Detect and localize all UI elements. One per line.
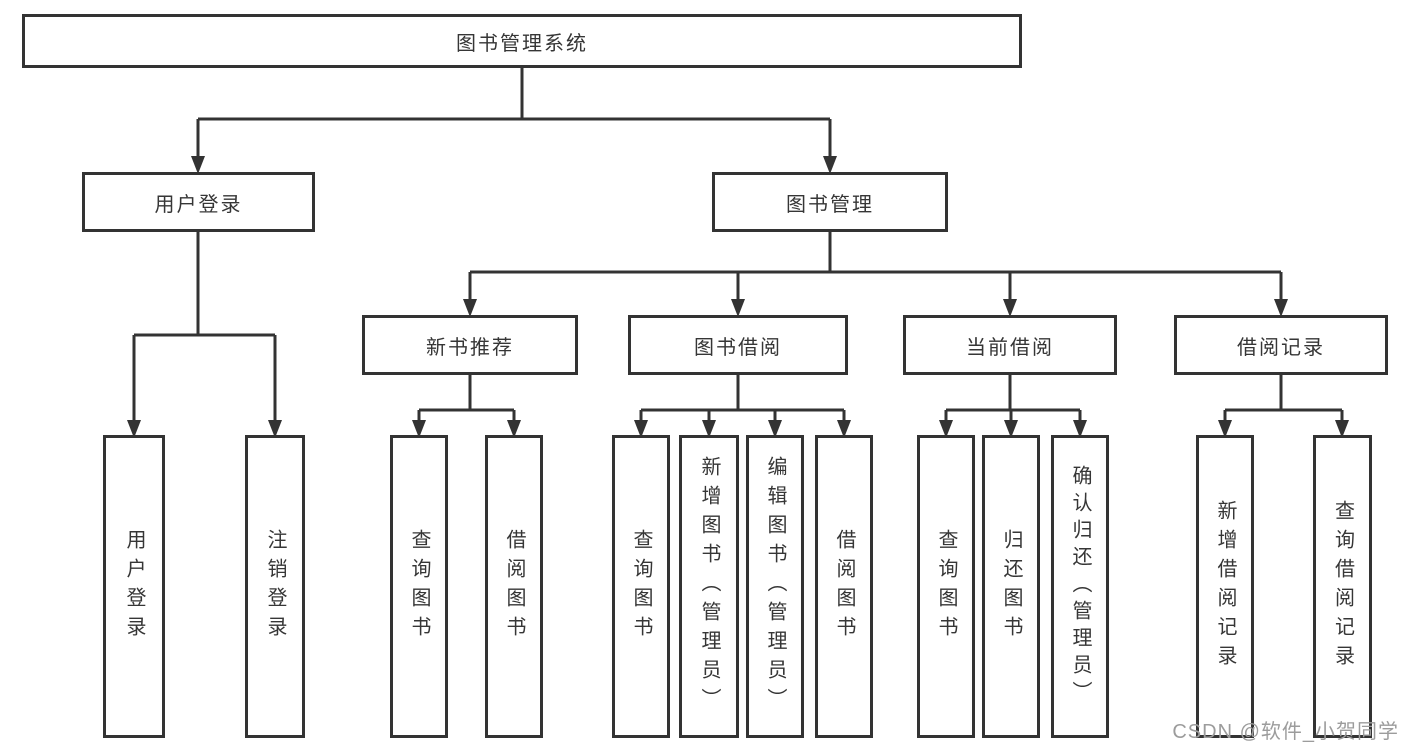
connector-lines: [132, 68, 1344, 422]
node-label: 用户登录: [154, 193, 243, 216]
arrow-down-icon: [731, 299, 745, 317]
leaf-confirm-return-admin: 确认归还（管理员）: [1051, 435, 1109, 738]
node-label: 归还图书: [1000, 528, 1022, 645]
watermark-text: CSDN @软件_小贺同学: [1172, 721, 1399, 743]
node-new-book-recommend: 新书推荐: [362, 315, 578, 375]
arrow-down-icon: [634, 420, 648, 438]
leaf-return-books: 归还图书: [982, 435, 1040, 738]
node-label: 当前借阅: [966, 336, 1054, 359]
node-label: 图书借阅: [694, 336, 782, 359]
arrowheads: [127, 156, 1349, 438]
node-user-login: 用户登录: [82, 172, 315, 232]
leaf-edit-books-admin: 编辑图书（管理员）: [746, 435, 804, 738]
node-label: 查询图书: [935, 528, 957, 645]
node-current-borrow: 当前借阅: [903, 315, 1117, 375]
arrow-down-icon: [1073, 420, 1087, 438]
connector-root: [196, 68, 832, 158]
arrow-down-icon: [412, 420, 426, 438]
node-label: 新增图书（管理员）: [698, 456, 720, 717]
node-label: 借阅记录: [1237, 336, 1325, 359]
node-label: 查询图书: [408, 528, 430, 645]
connector-user-login: [132, 232, 277, 422]
leaf-query-borrow-record: 查询借阅记录: [1313, 435, 1372, 738]
connector-borrow-records: [1223, 375, 1344, 422]
arrow-down-icon: [191, 156, 205, 174]
node-label: 图书管理: [786, 193, 874, 216]
arrow-down-icon: [1274, 299, 1288, 317]
connector-book-borrow: [639, 375, 846, 422]
node-label: 确认归还（管理员）: [1069, 465, 1091, 708]
node-label: 注销登录: [264, 528, 286, 645]
arrow-down-icon: [939, 420, 953, 438]
node-borrow-records: 借阅记录: [1174, 315, 1388, 375]
node-label: 借阅图书: [503, 528, 525, 645]
arrow-down-icon: [823, 156, 837, 174]
leaf-query-books-borrow: 查询图书: [612, 435, 670, 738]
arrow-down-icon: [837, 420, 851, 438]
leaf-logout: 注销登录: [245, 435, 305, 738]
arrow-down-icon: [507, 420, 521, 438]
node-label: 新书推荐: [426, 336, 514, 359]
leaf-user-login: 用户登录: [103, 435, 165, 738]
arrow-down-icon: [1218, 420, 1232, 438]
connector-current-borrow: [944, 375, 1082, 422]
connector-book-management: [468, 232, 1283, 301]
arrow-down-icon: [127, 420, 141, 438]
leaf-borrow-books-recommend: 借阅图书: [485, 435, 543, 738]
leaf-query-books-recommend: 查询图书: [390, 435, 448, 738]
node-label: 用户登录: [123, 528, 145, 645]
node-book-management: 图书管理: [712, 172, 948, 232]
node-label: 借阅图书: [833, 528, 855, 645]
arrow-down-icon: [1004, 420, 1018, 438]
node-label: 查询图书: [630, 528, 652, 645]
connector-new-book-recommend: [417, 375, 516, 422]
arrow-down-icon: [268, 420, 282, 438]
node-root-system: 图书管理系统: [22, 14, 1022, 68]
leaf-add-books-admin: 新增图书（管理员）: [679, 435, 739, 738]
arrow-down-icon: [1003, 299, 1017, 317]
arrow-down-icon: [768, 420, 782, 438]
arrow-down-icon: [702, 420, 716, 438]
leaf-borrow-books: 借阅图书: [815, 435, 873, 738]
node-label: 图书管理系统: [456, 32, 588, 55]
node-label: 新增借阅记录: [1214, 499, 1236, 674]
node-label: 编辑图书（管理员）: [764, 456, 786, 717]
leaf-query-books-current: 查询图书: [917, 435, 975, 738]
leaf-add-borrow-record: 新增借阅记录: [1196, 435, 1254, 738]
arrow-down-icon: [1335, 420, 1349, 438]
node-book-borrow: 图书借阅: [628, 315, 848, 375]
arrow-down-icon: [463, 299, 477, 317]
node-label: 查询借阅记录: [1331, 499, 1354, 674]
